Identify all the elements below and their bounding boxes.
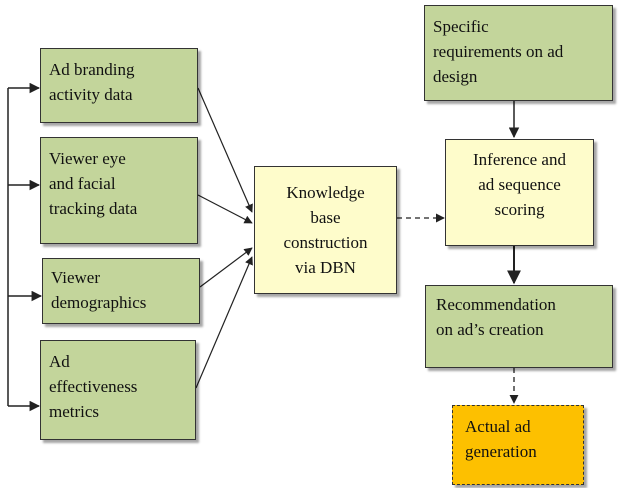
ad-effectiveness-line-3: metrics — [49, 402, 100, 421]
knowledge-base-line-3: construction — [283, 233, 368, 252]
recommendation-line-2: on ad’s creation — [436, 320, 544, 339]
ad-branding-line-1: Ad branding — [49, 60, 135, 79]
specific-requirements-box: Specific requirements on ad design — [424, 5, 613, 101]
knowledge-base-line-2: base — [310, 208, 341, 227]
knowledge-base-box: Knowledge base construction via DBN — [254, 166, 397, 294]
recommendation-line-1: Recommendation — [436, 295, 556, 314]
ad-branding-to-knowledge-arrow — [197, 87, 253, 213]
specific-requirements-line-2: requirements on ad — [433, 42, 564, 61]
actual-generation-box: Actual ad generation — [452, 405, 584, 485]
ad-effectiveness-line-2: effectiveness — [49, 377, 138, 396]
viewer-tracking-to-knowledge-arrow — [197, 194, 253, 224]
viewer-tracking-box: Viewer eye and facial tracking data — [40, 137, 198, 244]
knowledge-base-line-4: via DBN — [295, 258, 356, 277]
inference-scoring-box: Inference and ad sequence scoring — [445, 139, 594, 246]
knowledge-base-line-1: Knowledge — [286, 183, 365, 202]
viewer-demographics-line-1: Viewer — [51, 268, 101, 287]
inference-scoring-line-3: scoring — [494, 200, 545, 219]
viewer-tracking-line-2: and facial — [49, 174, 116, 193]
ad-branding-line-2: activity data — [49, 85, 133, 104]
effectiveness-to-knowledge-arrow — [195, 256, 253, 389]
specific-requirements-line-1: Specific — [433, 17, 489, 36]
inference-scoring-line-2: ad sequence — [478, 175, 561, 194]
demographics-to-knowledge-arrow — [199, 247, 253, 288]
ad-effectiveness-box: Ad effectiveness metrics — [40, 340, 196, 440]
recommendation-box: Recommendation on ad’s creation — [425, 285, 613, 368]
ad-branding-box: Ad branding activity data — [40, 48, 198, 123]
ad-effectiveness-line-1: Ad — [49, 352, 70, 371]
viewer-tracking-line-1: Viewer eye — [49, 149, 126, 168]
actual-generation-line-2: generation — [465, 442, 537, 461]
specific-requirements-line-3: design — [433, 67, 478, 86]
actual-generation-line-1: Actual ad — [465, 417, 531, 436]
viewer-demographics-line-2: demographics — [51, 293, 147, 312]
viewer-demographics-box: Viewer demographics — [42, 258, 200, 324]
viewer-tracking-line-3: tracking data — [49, 199, 138, 218]
inference-scoring-line-1: Inference and — [473, 150, 566, 169]
